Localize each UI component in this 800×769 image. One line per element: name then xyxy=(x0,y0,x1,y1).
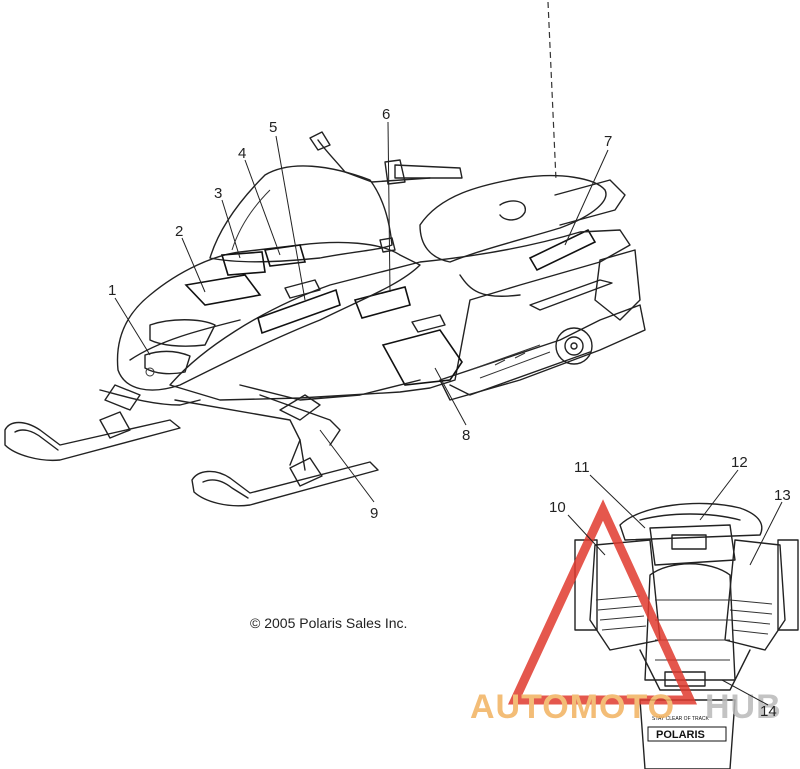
rear-grille-left xyxy=(595,595,647,631)
callout-1: 1 xyxy=(108,282,116,299)
callout-7: 7 xyxy=(604,133,612,150)
callout-9: 9 xyxy=(370,505,378,522)
watermark: AUTOMOTO HUB xyxy=(470,499,782,726)
callout-14: 14 xyxy=(760,703,777,720)
callouts: 1 2 3 4 5 6 7 8 9 10 11 12 13 14 xyxy=(108,106,791,720)
watermark-triangle-icon xyxy=(507,499,698,705)
callout-4: 4 xyxy=(238,145,246,162)
callout-10: 10 xyxy=(549,499,566,516)
callout-13: 13 xyxy=(774,487,791,504)
callout-3: 3 xyxy=(214,185,222,202)
snowmobile-rear-view: STAY CLEAR OF TRACK POLARIS xyxy=(574,502,799,769)
watermark-text-automoto: AUTOMOTO xyxy=(470,688,675,726)
leader-lines xyxy=(114,121,783,706)
rear-grille-right xyxy=(729,599,773,635)
snow-flap: STAY CLEAR OF TRACK POLARIS xyxy=(639,699,736,769)
flap-warning-text: STAY CLEAR OF TRACK xyxy=(652,716,710,722)
callout-8: 8 xyxy=(462,427,470,444)
copyright-text: © 2005 Polaris Sales Inc. xyxy=(250,615,407,631)
callout-5: 5 xyxy=(269,119,277,136)
callout-2: 2 xyxy=(175,223,183,240)
flap-brand-text: POLARIS xyxy=(656,729,705,741)
callout-11: 11 xyxy=(574,459,590,476)
callout-12: 12 xyxy=(731,454,748,471)
watermark-text-hub: HUB xyxy=(705,688,782,726)
dashed-reference-line xyxy=(547,1,557,181)
snowmobile-side-view xyxy=(4,131,646,507)
callout-6: 6 xyxy=(382,106,390,123)
